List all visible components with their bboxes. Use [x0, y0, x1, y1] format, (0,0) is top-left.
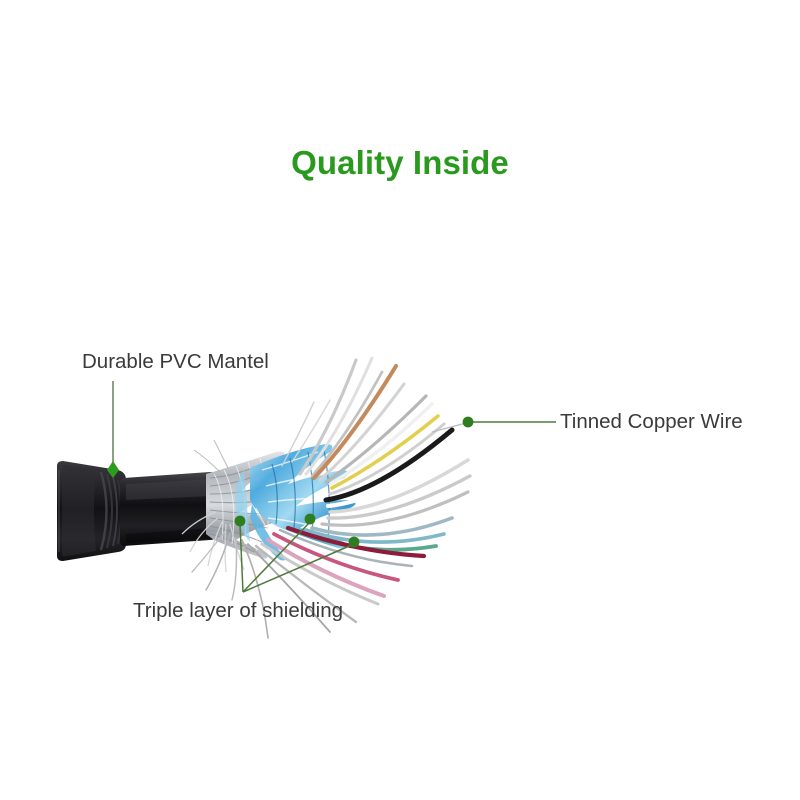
- marker-shield-braid: [234, 515, 246, 527]
- leader-lines-triple-shielding: [239, 521, 355, 593]
- mylar-foil-shield: [235, 444, 356, 561]
- connector-boot: [57, 461, 126, 561]
- callout-label-triple-shielding: Triple layer of shielding: [133, 599, 344, 622]
- page-title: Quality Inside: [291, 144, 509, 181]
- marker-tinned-copper-wire: [462, 416, 474, 428]
- marker-shield-drain: [348, 536, 360, 548]
- leader-tail-tinned-copper-wire: [431, 422, 467, 433]
- callout-label-pvc-mantel: Durable PVC Mantel: [82, 350, 269, 373]
- callout-label-tinned-copper-wire: Tinned Copper Wire: [560, 410, 743, 433]
- callout-triple-shielding[interactable]: [234, 513, 360, 593]
- callout-tinned-copper-wire[interactable]: [431, 416, 556, 433]
- insulated-conductors: [191, 356, 472, 639]
- callout-pvc-mantel[interactable]: [107, 381, 119, 478]
- pvc-outer-jacket: [120, 472, 219, 546]
- marker-pvc-mantel: [107, 461, 119, 478]
- marker-shield-foil: [304, 513, 316, 525]
